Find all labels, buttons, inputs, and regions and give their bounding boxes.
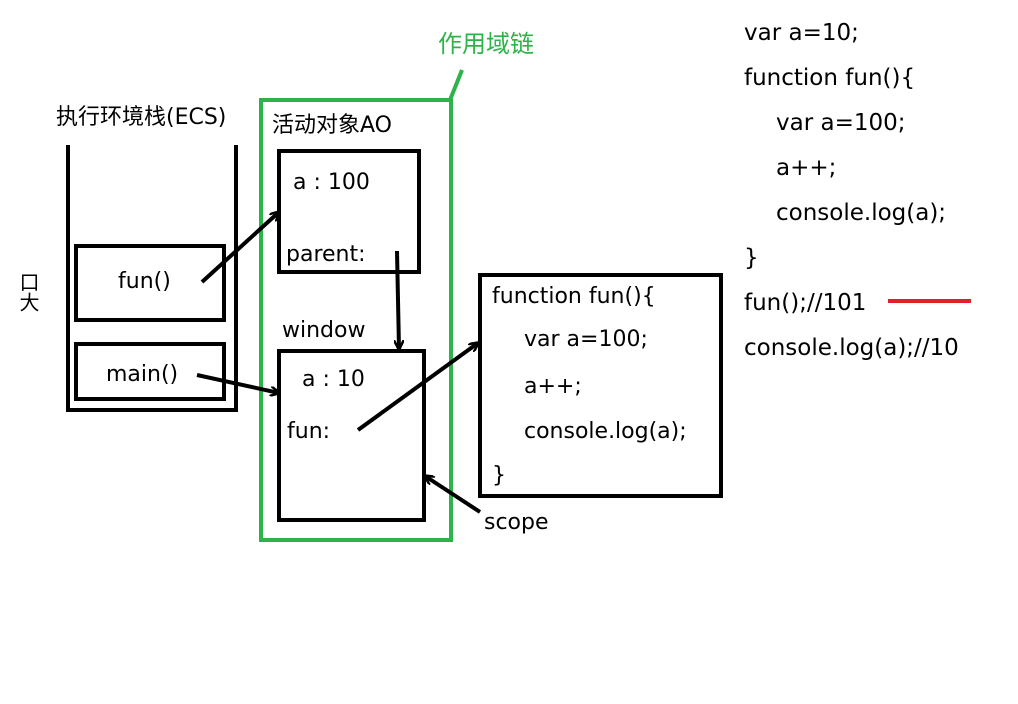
arrow-fun-to-function-object xyxy=(356,343,478,432)
function-object-line-1: function fun(){ xyxy=(492,284,656,309)
code-line-2: function fun(){ xyxy=(744,65,915,91)
ao-field-parent: parent: xyxy=(286,242,366,267)
function-object-line-3: a++; xyxy=(524,374,582,399)
function-object-line-5: } xyxy=(492,463,506,488)
code-line-6: } xyxy=(744,245,759,271)
scope-chain-box xyxy=(259,98,453,542)
ao-field-a: a : 100 xyxy=(293,170,370,195)
stack-container xyxy=(66,145,238,412)
arrow-main-frame-to-window xyxy=(196,373,279,393)
function-object-box xyxy=(478,273,723,498)
arrow-fun-frame-to-ao xyxy=(200,212,279,284)
arrow-parent-to-window xyxy=(397,250,399,349)
arrow-scope-to-window xyxy=(425,476,482,514)
code-line-1: var a=10; xyxy=(744,20,859,46)
scope-chain-callout-line xyxy=(448,69,464,101)
function-object-line-2: var a=100; xyxy=(524,327,648,352)
scope-pointer-label: scope xyxy=(484,510,549,535)
stack-frame-fun-label: fun() xyxy=(118,269,171,294)
code-line-8: console.log(a);//10 xyxy=(744,335,959,361)
code-line-5: console.log(a); xyxy=(776,200,946,226)
window-field-fun: fun: xyxy=(287,419,330,444)
code-line-7: fun();//101 xyxy=(744,290,866,316)
activation-object-title: 活动对象AO xyxy=(272,113,392,138)
code-line-3: var a=100; xyxy=(776,110,906,136)
window-object-title: window xyxy=(282,318,365,343)
stack-title: 执行环境栈(ECS) xyxy=(56,105,226,130)
stack-frame-fun xyxy=(74,244,226,322)
function-object-line-4: console.log(a); xyxy=(524,419,687,444)
stack-side-mark: 口大 xyxy=(16,272,40,312)
stack-frame-main-label: main() xyxy=(106,362,178,387)
window-object-box xyxy=(277,349,426,522)
stack-frame-main xyxy=(74,342,226,401)
code-line-4: a++; xyxy=(776,155,836,181)
scope-chain-label: 作用域链 xyxy=(438,30,534,58)
window-field-a: a : 10 xyxy=(302,367,365,392)
